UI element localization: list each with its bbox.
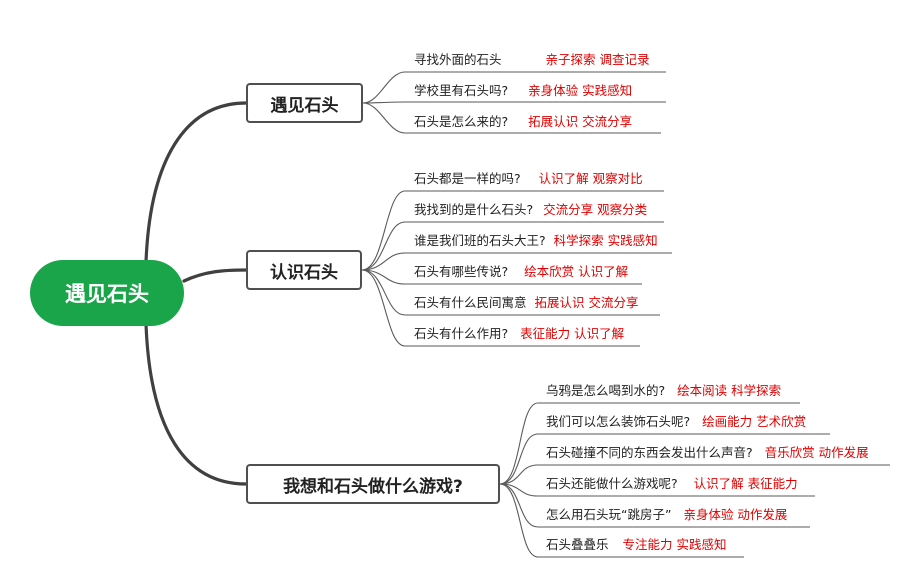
leaf-question: 石头叠叠乐 — [546, 537, 609, 552]
leaf-question: 学校里有石头吗? — [414, 83, 509, 98]
branch-node-2-label: 认识石头 — [270, 262, 338, 283]
connector-branch3-leaf5 — [499, 483, 539, 528]
leaf-item[interactable]: 怎么用石头玩“跳房子” 亲身体验 动作发展 — [546, 504, 787, 526]
connector-branch2-leaf6 — [361, 269, 406, 347]
leaf-item[interactable]: 乌鸦是怎么喝到水的? 绘本阅读 科学探索 — [546, 380, 781, 402]
leaf-tags: 科学探索 实践感知 — [553, 233, 658, 248]
branch-node-1-label: 遇见石头 — [270, 95, 339, 116]
leaf-question: 石头有什么作用? — [414, 326, 509, 341]
leaf-item[interactable]: 谁是我们班的石头大王? 科学探索 实践感知 — [414, 230, 658, 252]
leaf-tags: 亲子探索 调查记录 — [545, 52, 650, 67]
leaf-question: 乌鸦是怎么喝到水的? — [546, 383, 666, 398]
branch-node-1[interactable]: 遇见石头 — [246, 83, 363, 123]
leaf-item[interactable]: 学校里有石头吗? 亲身体验 实践感知 — [414, 80, 632, 102]
leaf-item[interactable]: 石头有什么作用? 表征能力 认识了解 — [414, 323, 624, 345]
connector-branch3-leaf3 — [499, 464, 539, 485]
leaf-item[interactable]: 我找到的是什么石头? 交流分享 观察分类 — [414, 199, 647, 221]
leaf-tags: 绘本欣赏 认识了解 — [524, 264, 629, 279]
leaf-question: 石头有哪些传说? — [414, 264, 509, 279]
connector-branch3-leaf1 — [499, 402, 539, 485]
leaf-question: 石头都是一样的吗? — [414, 171, 521, 186]
branch-node-3[interactable]: 我想和石头做什么游戏? — [246, 464, 500, 504]
leaf-question: 石头还能做什么游戏呢? — [546, 476, 678, 491]
branch-node-2[interactable]: 认识石头 — [246, 250, 362, 290]
connector-branch3-leaf2 — [499, 433, 539, 485]
connector-branch1-leaf3 — [362, 102, 406, 134]
leaf-tags: 认识了解 观察对比 — [538, 171, 643, 186]
connector-root-branch-2 — [182, 268, 248, 283]
leaf-item[interactable]: 石头有什么民间寓意拓展认识 交流分享 — [414, 292, 639, 314]
leaf-question: 我找到的是什么石头? — [414, 202, 534, 217]
leaf-question: 寻找外面的石头 — [414, 52, 502, 67]
leaf-tags: 表征能力 认识了解 — [520, 326, 625, 341]
leaf-tags: 亲身体验 实践感知 — [528, 83, 633, 98]
leaf-item[interactable]: 石头碰撞不同的东西会发出什么声音? 音乐欣赏 动作发展 — [546, 442, 869, 464]
leaf-question: 石头有什么民间寓意 — [414, 295, 527, 310]
leaf-tags: 交流分享 观察分类 — [543, 202, 648, 217]
branch-node-3-label: 我想和石头做什么游戏? — [283, 476, 463, 497]
leaf-item[interactable]: 石头有哪些传说? 绘本欣赏 认识了解 — [414, 261, 628, 283]
leaf-question: 谁是我们班的石头大王? — [414, 233, 546, 248]
leaf-tags: 绘本阅读 科学探索 — [677, 383, 782, 398]
leaf-item[interactable]: 石头叠叠乐专注能力 实践感知 — [546, 534, 727, 556]
connector-branch2-leaf3 — [361, 252, 406, 271]
root-node-label: 遇见石头 — [65, 282, 149, 306]
leaf-tags: 拓展认识 交流分享 — [534, 295, 639, 310]
connector-branch1-leaf2 — [362, 101, 406, 104]
connector-root-branch-1 — [144, 101, 248, 264]
leaf-tags: 音乐欣赏 动作发展 — [764, 445, 869, 460]
connector-branch2-leaf2 — [361, 221, 406, 271]
connector-branch2-leaf5 — [361, 269, 406, 316]
leaf-tags: 专注能力 实践感知 — [622, 537, 727, 552]
connector-branch1-leaf1 — [362, 71, 406, 104]
leaf-item[interactable]: 石头都是一样的吗? 认识了解 观察对比 — [414, 168, 643, 190]
leaf-item[interactable]: 我们可以怎么装饰石头呢? 绘画能力 艺术欣赏 — [546, 411, 806, 433]
connector-root-branch-3 — [144, 322, 248, 486]
leaf-item[interactable]: 寻找外面的石头 亲子探索 调查记录 — [414, 49, 650, 71]
leaf-tags: 绘画能力 艺术欣赏 — [702, 414, 807, 429]
root-node[interactable]: 遇见石头 — [30, 260, 184, 326]
leaf-item[interactable]: 石头是怎么来的? 拓展认识 交流分享 — [414, 111, 632, 133]
leaf-tags: 拓展认识 交流分享 — [528, 114, 633, 129]
leaf-question: 石头碰撞不同的东西会发出什么声音? — [546, 445, 753, 460]
leaf-question: 怎么用石头玩“跳房子” — [546, 507, 672, 522]
connector-branch2-leaf1 — [361, 190, 406, 271]
leaf-tags: 亲身体验 动作发展 — [683, 507, 788, 522]
leaf-question: 我们可以怎么装饰石头呢? — [546, 414, 691, 429]
leaf-tags: 认识了解 表征能力 — [693, 476, 798, 491]
leaf-item[interactable]: 石头还能做什么游戏呢? 认识了解 表征能力 — [546, 473, 798, 495]
connector-branch3-leaf6 — [499, 483, 539, 558]
leaf-question: 石头是怎么来的? — [414, 114, 509, 129]
